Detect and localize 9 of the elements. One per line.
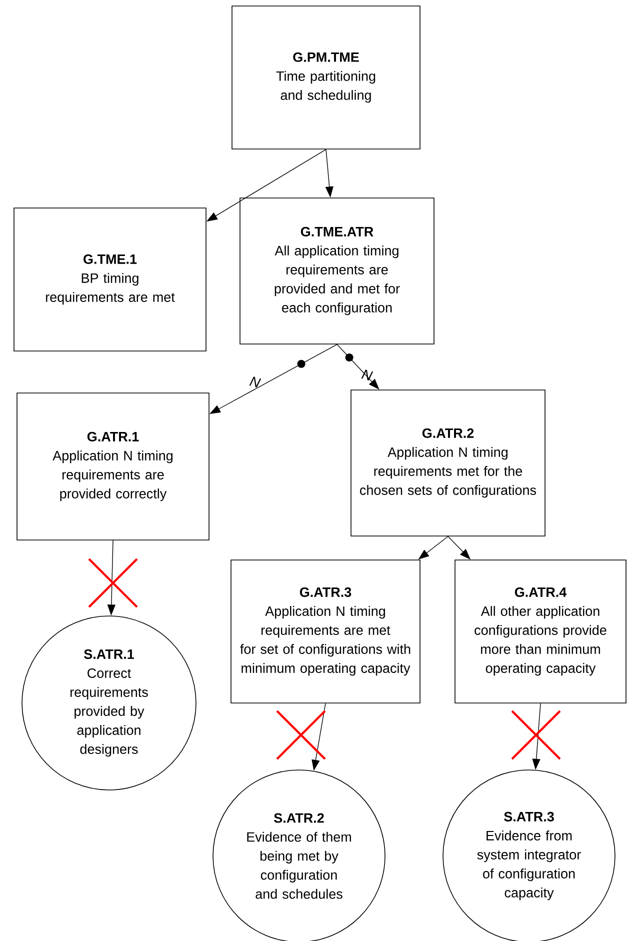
goal-box: G.ATR.2 Application N timing requirements met for the chosen sets of configurations <box>350 390 546 536</box>
edge-label: N <box>361 370 374 380</box>
goal-box: G.ATR.3 Application N timing requirements are met for set of configurations with minimum operating capacity <box>230 560 420 704</box>
goal-box: G.TME.1 BP timing requirements are met <box>14 208 206 352</box>
goal-box: G.TME.ATR All application timing requirements are provided and met for each configuration <box>240 198 434 344</box>
edge-label: N <box>249 376 262 388</box>
goal-box: G.ATR.4 All other application configurations provide more than minimum operating capacity <box>454 560 626 704</box>
goal-box: G.PM.TME Time partitioning and scheduling <box>232 6 420 150</box>
goal-box: G.ATR.1 Application N timing requirements are provided correctly <box>16 392 210 540</box>
